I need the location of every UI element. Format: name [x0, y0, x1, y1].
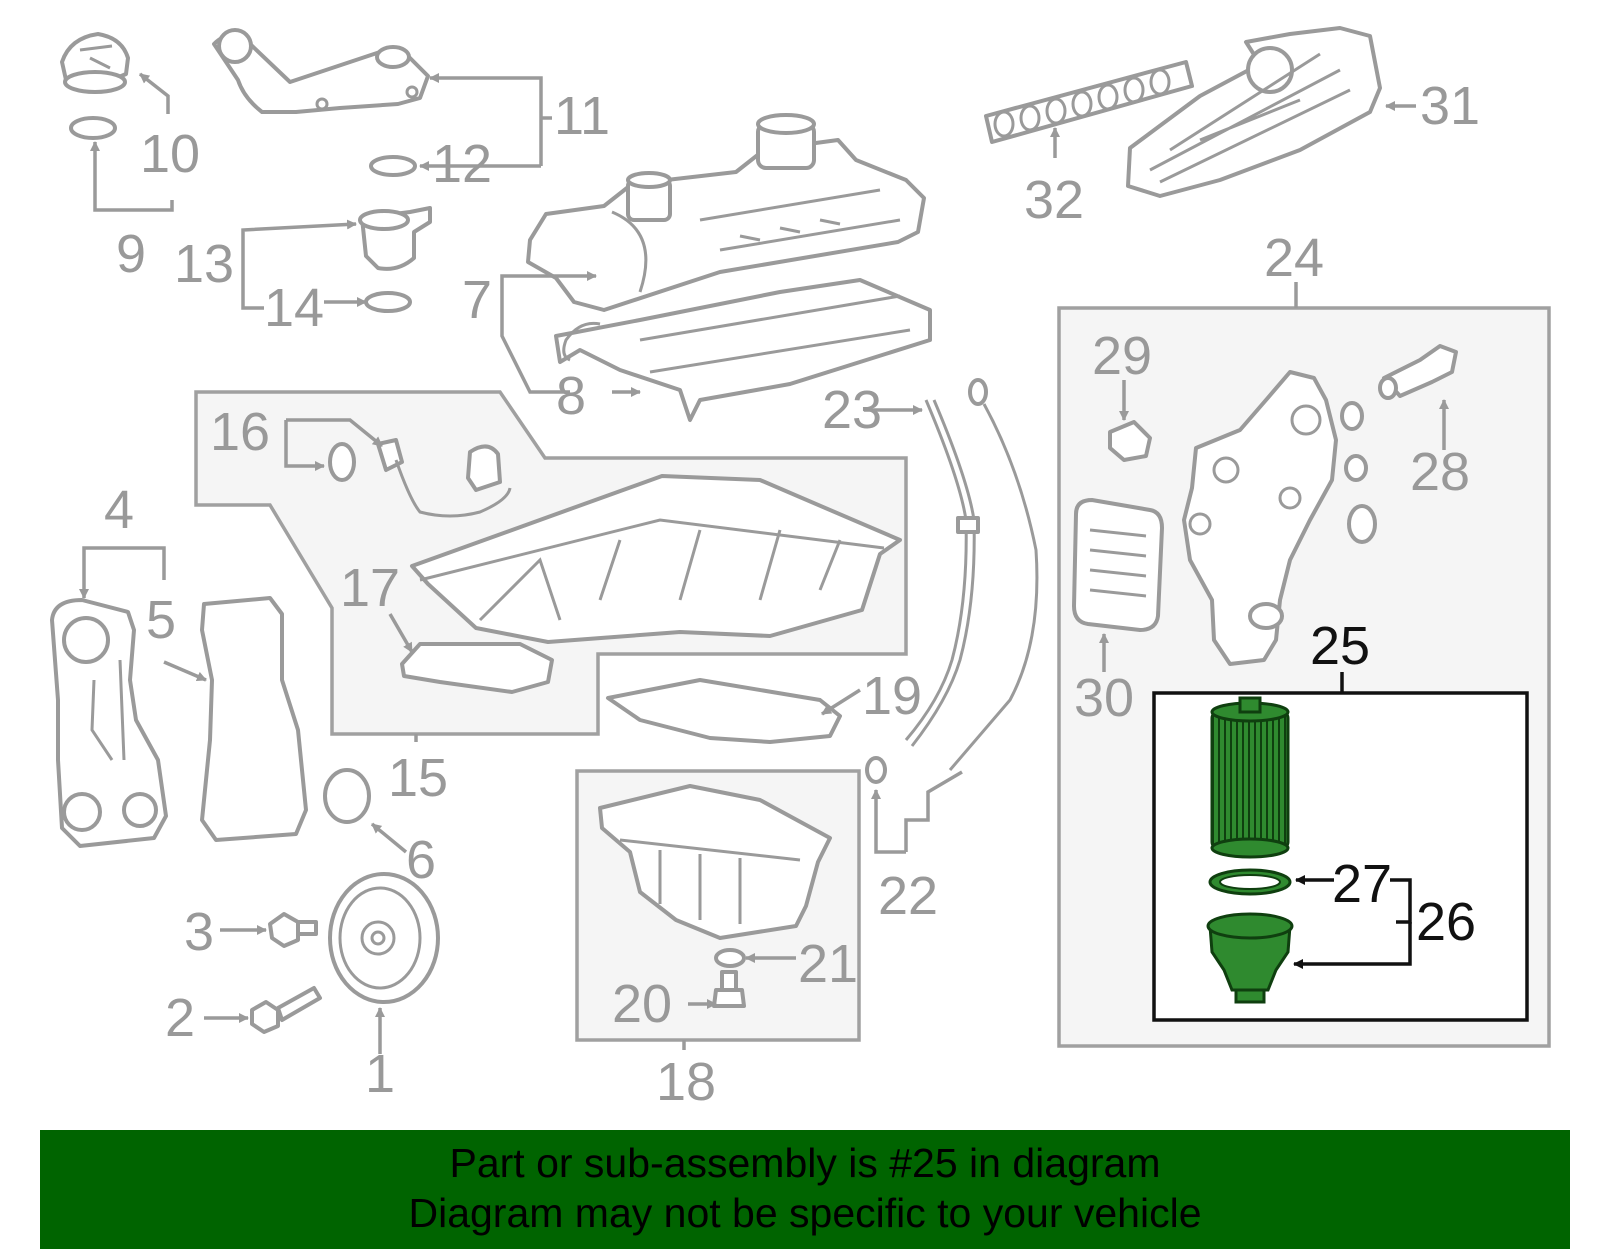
- callout-29: 29: [1092, 326, 1152, 386]
- leader-lines: [79, 72, 1449, 1054]
- callout-10: 10: [140, 124, 200, 184]
- callout-6: 6: [406, 830, 436, 890]
- callout-18: 18: [656, 1052, 716, 1112]
- oil-filter-element: [1210, 696, 1290, 859]
- callout-16: 16: [210, 402, 270, 462]
- callout-32: 32: [1024, 170, 1084, 230]
- callout-11: 11: [554, 86, 610, 146]
- valve-cover-gasket: [554, 278, 932, 422]
- oil-filler-cap: [60, 32, 130, 94]
- callout-9: 9: [116, 224, 146, 284]
- callout-24: 24: [1264, 228, 1324, 288]
- callout-23: 23: [822, 380, 882, 440]
- callout-12: 12: [432, 134, 492, 194]
- callout-2: 2: [165, 988, 195, 1048]
- banner-line-1: Part or sub-assembly is #25 in diagram: [449, 1140, 1161, 1186]
- parts-diagram: 1 2 3 4 5 6 7 8 9 10 11 12 13 14 15 16 1…: [50, 26, 1551, 1112]
- callout-5: 5: [146, 590, 176, 650]
- callout-14: 14: [264, 278, 324, 338]
- callout-22: 22: [878, 866, 938, 926]
- filler-tube-seal: [369, 155, 417, 177]
- breather-seal: [364, 291, 412, 313]
- callout-8: 8: [556, 366, 586, 426]
- o-ring-1: [1340, 401, 1364, 431]
- oil-filter-cap: [1206, 912, 1294, 1004]
- callout-4: 4: [104, 480, 134, 540]
- dipstick: [948, 378, 1039, 771]
- callout-3: 3: [184, 902, 214, 962]
- oil-filter-housing: [1182, 370, 1338, 666]
- callout-31: 31: [1420, 76, 1480, 136]
- oil-cooler: [1072, 498, 1164, 632]
- crank-seal: [323, 768, 371, 824]
- o-ring-3: [1347, 504, 1377, 544]
- callout-27: 27: [1332, 854, 1392, 914]
- crankshaft-pulley: [328, 872, 440, 1004]
- callout-26: 26: [1416, 892, 1476, 952]
- timing-cover: [50, 598, 168, 848]
- intake-manifold-gasket: [984, 60, 1194, 144]
- callout-28: 28: [1410, 442, 1470, 502]
- callout-25: 25: [1310, 616, 1370, 676]
- valve-cover: [526, 113, 926, 312]
- callout-21: 21: [798, 934, 858, 994]
- filler-cap-seal: [69, 116, 117, 140]
- callout-1: 1: [365, 1044, 395, 1104]
- oil-filter-seal: [1208, 868, 1292, 896]
- sensor-29: [1108, 420, 1152, 462]
- timing-cover-gasket: [200, 596, 308, 842]
- bolt-3: [268, 912, 318, 948]
- dipstick-seal: [865, 756, 887, 784]
- callout-17: 17: [340, 558, 400, 618]
- drain-plug-washer: [714, 948, 746, 968]
- callout-30: 30: [1074, 668, 1134, 728]
- lower-oil-pan: [598, 784, 832, 940]
- banner-line-2: Diagram may not be specific to your vehi…: [408, 1190, 1202, 1236]
- callout-15: 15: [388, 748, 448, 808]
- callout-7: 7: [462, 270, 492, 330]
- callout-13: 13: [174, 234, 234, 294]
- fitting-28: [1378, 344, 1458, 400]
- oil-filler-tube: [212, 28, 430, 114]
- info-banner: Part or sub-assembly is #25 in diagram D…: [40, 1130, 1570, 1249]
- oil-pan-gasket-17: [400, 642, 554, 694]
- dipstick-tube: [904, 399, 980, 747]
- callout-19: 19: [862, 666, 922, 726]
- callout-20: 20: [612, 974, 672, 1034]
- bolt-2: [250, 986, 322, 1034]
- oil-pressure-sensor: [328, 438, 512, 518]
- breather-fitting: [358, 206, 432, 271]
- intake-manifold: [1126, 26, 1382, 198]
- o-ring-2: [1344, 454, 1368, 482]
- oil-pan-gasket-19: [606, 678, 842, 744]
- upper-oil-pan: [410, 474, 902, 644]
